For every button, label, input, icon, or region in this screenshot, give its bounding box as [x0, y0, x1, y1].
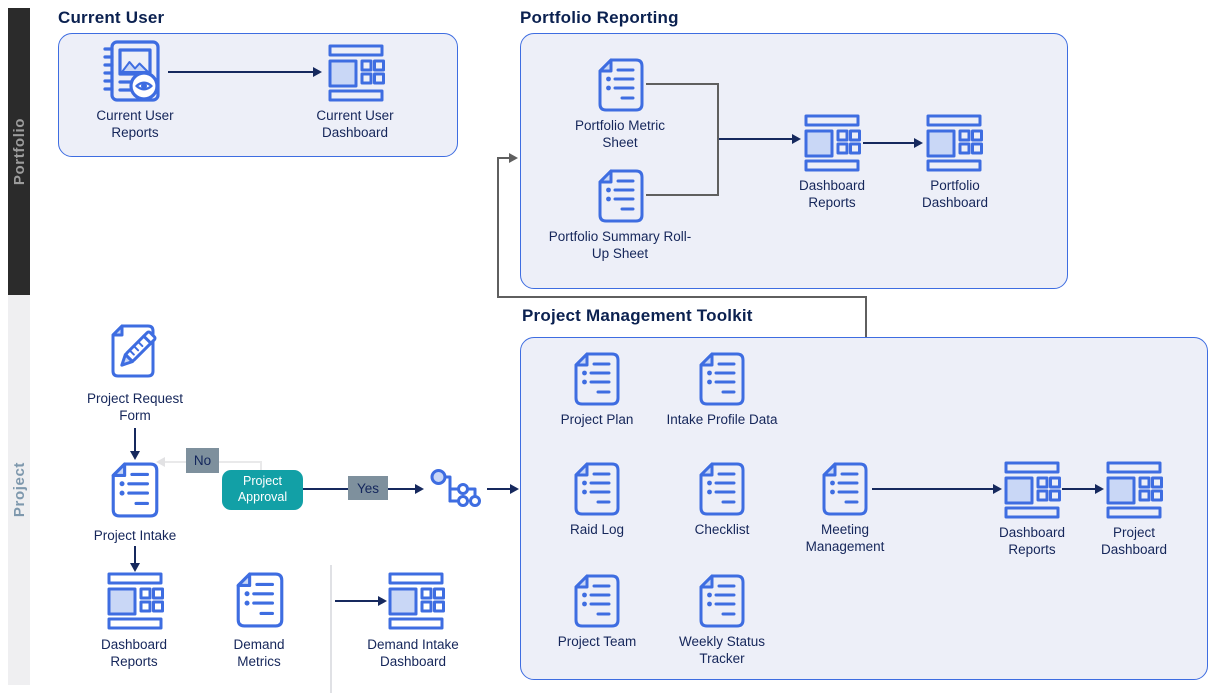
dashboard-icon: [328, 44, 385, 102]
no-label-badge: No: [186, 448, 219, 473]
arrowhead: [792, 133, 801, 144]
node-portfolio-rollup-sheet: Portfolio Summary Roll-Up Sheet: [548, 229, 692, 262]
arrowhead: [993, 483, 1002, 494]
arrowhead: [156, 456, 165, 467]
lane-project-label: Project: [10, 462, 28, 518]
arrowhead: [378, 595, 387, 606]
edit-document-icon: [108, 323, 160, 379]
document-icon: [236, 572, 284, 628]
arrowhead: [129, 563, 140, 572]
document-icon: [574, 352, 620, 406]
document-icon: [822, 462, 868, 516]
lane-project: Project: [8, 295, 30, 685]
node-current-user-reports: Current User Reports: [96, 108, 174, 141]
toolkit-panel: [520, 337, 1208, 680]
connector: [646, 194, 718, 196]
portfolio-reporting-title: Portfolio Reporting: [520, 8, 679, 27]
dashboard-icon: [388, 572, 445, 630]
lane-portfolio-label: Portfolio: [10, 117, 28, 186]
arrowhead: [510, 483, 519, 494]
node-project-plan: Project Plan: [560, 412, 634, 427]
current-user-panel: [58, 33, 458, 157]
dashboard-icon: [107, 572, 164, 630]
node-tk-dashboard-reports: Dashboard Reports: [998, 525, 1066, 558]
document-icon: [699, 574, 745, 628]
node-project-dashboard: Project Dashboard: [1100, 525, 1168, 558]
connector: [717, 83, 719, 196]
node-project-team: Project Team: [557, 634, 637, 649]
arrow: [134, 546, 136, 564]
arrow-reports-to-dashboard: [168, 71, 314, 73]
report-notebook-icon: [100, 40, 162, 104]
project-approval-node: Project Approval: [222, 470, 303, 510]
node-demand-metrics: Demand Metrics: [233, 637, 285, 670]
arrow: [1062, 488, 1096, 490]
connector: [646, 83, 718, 85]
divider-line: [330, 565, 332, 693]
arrowhead: [914, 137, 923, 148]
node-checklist: Checklist: [694, 522, 750, 537]
arrow: [863, 142, 915, 144]
node-project-request-form: Project Request Form: [86, 391, 184, 424]
node-meeting-management: Meeting Management: [805, 522, 885, 555]
connector: [497, 157, 510, 159]
dashboard-icon: [926, 114, 983, 172]
document-icon: [574, 574, 620, 628]
node-weekly-status-tracker: Weekly Status Tracker: [678, 634, 766, 667]
lane-portfolio: Portfolio: [8, 8, 30, 295]
node-flow-dashboard-reports: Dashboard Reports: [100, 637, 168, 670]
arrowhead: [415, 483, 424, 494]
document-icon: [699, 462, 745, 516]
connector: [497, 158, 499, 298]
document-icon: [699, 352, 745, 406]
dashboard-icon: [804, 114, 861, 172]
toolkit-title: Project Management Toolkit: [522, 306, 753, 325]
arrow: [487, 488, 511, 490]
dashboard-icon: [1004, 461, 1061, 519]
node-demand-intake-dashboard: Demand Intake Dashboard: [367, 637, 459, 670]
arrowhead: [509, 152, 518, 163]
node-project-intake: Project Intake: [93, 528, 177, 543]
document-icon: [574, 462, 620, 516]
arrowhead: [313, 66, 322, 77]
connector: [719, 138, 793, 140]
dashboard-icon: [1106, 461, 1163, 519]
arrowhead: [129, 451, 140, 460]
arrow: [134, 428, 136, 452]
connector: [865, 296, 867, 337]
yes-label-badge: Yes: [348, 476, 388, 500]
current-user-title: Current User: [58, 8, 165, 27]
no-connector: [260, 461, 262, 471]
arrow: [872, 488, 994, 490]
connector: [497, 296, 867, 298]
branch-icon: [430, 464, 484, 510]
node-pr-dashboard-reports: Dashboard Reports: [798, 178, 866, 211]
arrowhead: [1095, 483, 1104, 494]
node-intake-profile-data: Intake Profile Data: [666, 412, 778, 427]
document-icon: [598, 169, 644, 223]
node-raid-log: Raid Log: [569, 522, 625, 537]
node-portfolio-dashboard: Portfolio Dashboard: [921, 178, 989, 211]
node-portfolio-metric-sheet: Portfolio Metric Sheet: [574, 118, 666, 151]
node-current-user-dashboard: Current User Dashboard: [316, 108, 394, 141]
document-icon: [111, 462, 159, 518]
arrow: [335, 600, 379, 602]
document-icon: [598, 58, 644, 112]
